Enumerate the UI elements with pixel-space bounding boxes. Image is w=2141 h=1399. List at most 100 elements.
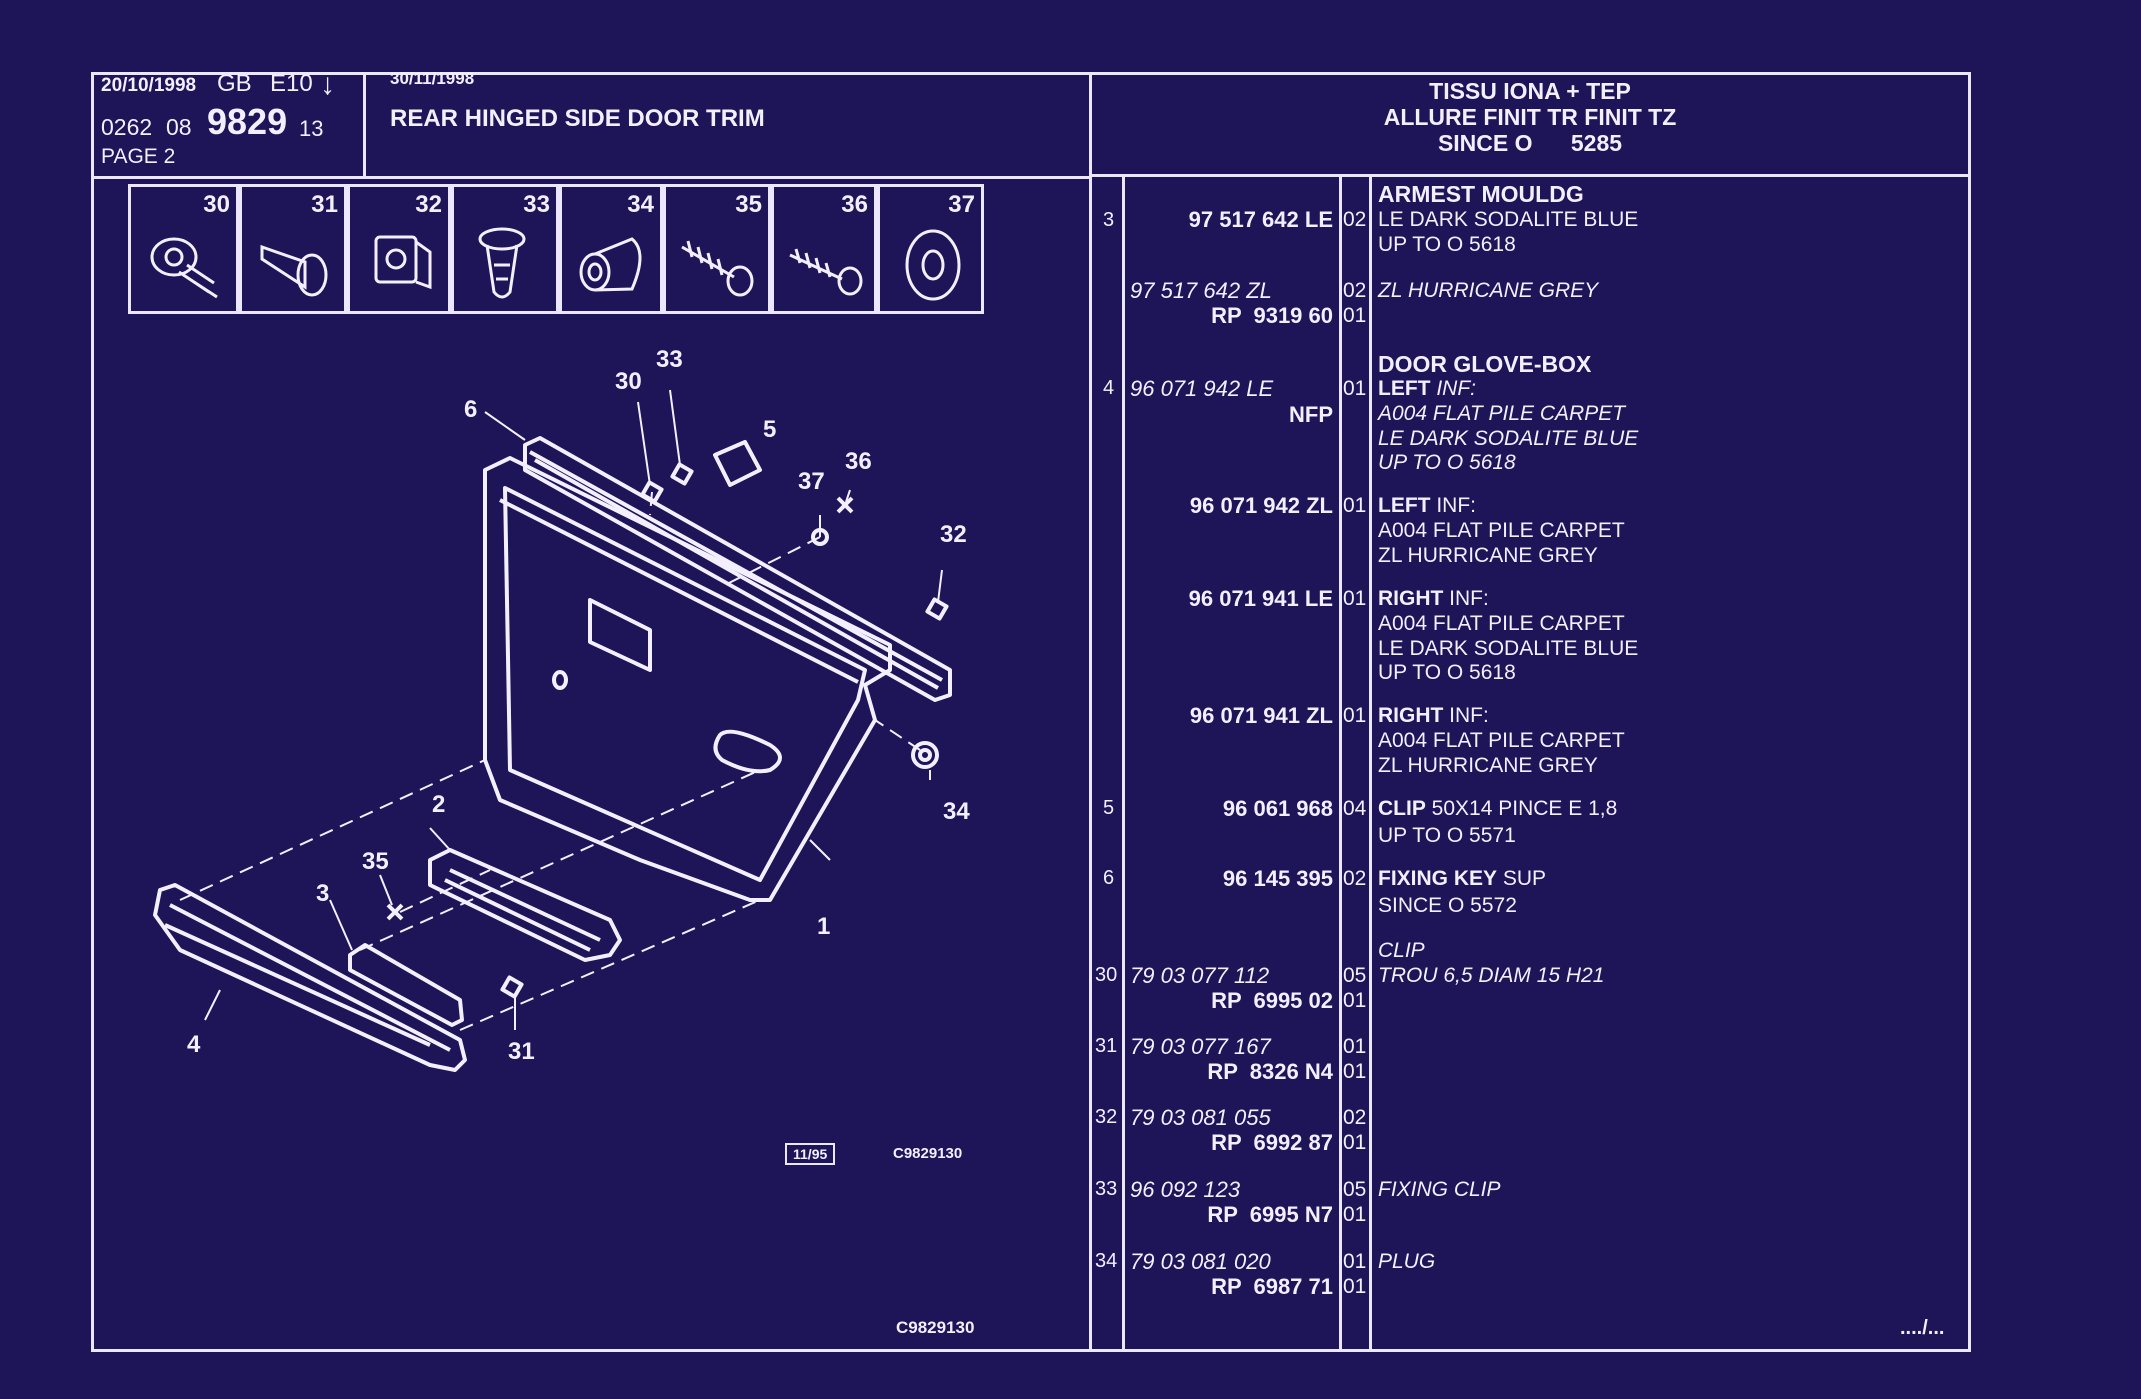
callout-5: 5 <box>763 416 777 443</box>
callout-1: 1 <box>817 913 831 940</box>
header-lang: GB <box>217 70 252 97</box>
spec-line-1: TISSU IONA + TEP <box>1429 78 1631 104</box>
drawing-code-2: C9829130 <box>896 1318 975 1337</box>
row-34-num: 34 <box>1095 1250 1118 1272</box>
row-3-num: 3 <box>1103 209 1115 231</box>
row-4-desc2: A004 FLAT PILE CARPET <box>1378 402 1626 425</box>
part-icon-37: 37 <box>877 184 984 314</box>
row-4-desc4: UP TO O 5618 <box>1378 451 1516 474</box>
row-5-desc2: UP TO O 5571 <box>1378 824 1516 847</box>
header-code-a: 0262 <box>101 114 153 140</box>
callout-35: 35 <box>362 848 389 875</box>
spec-line-3: SINCE O 5285 <box>1437 130 1623 156</box>
row-3-head: ARMEST MOULDG <box>1378 181 1584 207</box>
divider-header-bottom-right <box>1089 174 1971 177</box>
row-6-qty: 02 <box>1343 867 1367 890</box>
row-34rp-qty: 01 <box>1343 1275 1367 1298</box>
row-3-desc2: LE DARK SODALITE BLUE <box>1378 208 1639 231</box>
column-rule-3 <box>1369 176 1372 1352</box>
row-4d-desc: RIGHT INF: <box>1378 704 1489 727</box>
header-arrow-icon: ↓ <box>320 68 335 101</box>
row-31rp-qty: 01 <box>1343 1060 1367 1083</box>
part-icon-33: 33 <box>451 184 559 314</box>
header-edition: E10 <box>270 70 313 97</box>
row-33-desc: FIXING CLIP <box>1378 1178 1501 1201</box>
sheet-frame <box>91 72 1971 1352</box>
row-32-qty: 02 <box>1343 1106 1367 1129</box>
callout-37: 37 <box>798 468 825 495</box>
door-trim-panel <box>483 456 892 902</box>
row-3-qty: 02 <box>1343 208 1367 231</box>
row-6-desc: FIXING KEY SUP <box>1378 867 1547 890</box>
callout-31: 31 <box>508 1038 535 1065</box>
row-31rp-ref: RP 8326 N4 <box>1207 1059 1333 1084</box>
row-30-num: 30 <box>1095 964 1118 986</box>
divider-main <box>1089 72 1092 1352</box>
row-4d-qty: 01 <box>1343 704 1367 727</box>
callout-6: 6 <box>464 396 478 423</box>
row-30-ref: 79 03 077 112 <box>1130 963 1270 988</box>
row-4b-ref: 96 071 942 ZL <box>1189 493 1333 518</box>
row-4c-desc3: LE DARK SODALITE BLUE <box>1378 637 1639 660</box>
spec-line-2: ALLURE FINIT TR FINIT TZ <box>1383 104 1677 130</box>
callout-32: 32 <box>940 521 967 548</box>
row-5-num: 5 <box>1103 797 1115 819</box>
part-icon-32: 32 <box>347 184 451 314</box>
row-30rp-qty: 01 <box>1343 989 1367 1012</box>
row-4d-ref: 96 071 941 ZL <box>1189 703 1333 728</box>
part-icon-36: 36 <box>771 184 877 314</box>
row-31-num: 31 <box>1095 1035 1118 1057</box>
row-34-ref: 79 03 081 020 <box>1130 1249 1271 1274</box>
callout-2: 2 <box>432 791 446 818</box>
drawing-code-1: C9829130 <box>893 1145 963 1162</box>
top-rail <box>523 436 952 702</box>
row-33rp-qty: 01 <box>1343 1203 1367 1226</box>
armrest-insert <box>348 943 464 1027</box>
row-4-nfp: NFP <box>1289 402 1333 427</box>
row-5-desc: CLIP 50X14 PINCE E 1,8 <box>1378 797 1618 820</box>
row-4b-desc: LEFT INF: <box>1378 494 1476 517</box>
row-4-ref: 96 071 942 LE <box>1130 376 1274 401</box>
exploded-diagram <box>153 389 952 1072</box>
row-34rp-ref: RP 6987 71 <box>1211 1274 1333 1299</box>
row-4d-desc2: A004 FLAT PILE CARPET <box>1378 729 1625 752</box>
row-4c-desc2: A004 FLAT PILE CARPET <box>1378 612 1625 635</box>
callout-30: 30 <box>615 368 642 395</box>
row-5-ref: 96 061 968 <box>1222 796 1333 821</box>
page-title: REAR HINGED SIDE DOOR TRIM <box>390 105 765 132</box>
header-code-c: 13 <box>299 116 324 141</box>
row-6-ref: 96 145 395 <box>1222 866 1333 891</box>
row-4-desc: LEFT INF: <box>1378 377 1476 400</box>
row-4-num: 4 <box>1103 377 1115 399</box>
header-date-left: 20/10/1998 <box>101 75 197 96</box>
row-4d-desc3: ZL HURRICANE GREY <box>1378 754 1598 777</box>
part-icon-34: 34 <box>559 184 663 314</box>
part-icon-31: 31 <box>239 184 347 314</box>
row-3-ref: 97 517 642 LE <box>1188 207 1333 232</box>
callout-33: 33 <box>656 346 683 373</box>
divider-header-bottom-left <box>91 176 1089 179</box>
row-3rp-ref: RP 9319 60 <box>1211 303 1333 328</box>
row-32rp-ref: RP 6992 87 <box>1211 1130 1333 1155</box>
row-4-desc3: LE DARK SODALITE BLUE <box>1378 427 1639 450</box>
callout-3: 3 <box>316 880 330 907</box>
row-4b-desc2: A004 FLAT PILE CARPET <box>1378 519 1625 542</box>
row-31-qty: 01 <box>1343 1035 1367 1058</box>
header-date-right: 30/11/1998 <box>390 69 475 88</box>
column-rule-2 <box>1339 176 1342 1352</box>
column-rule-1 <box>1122 176 1125 1352</box>
drawing-stamp: 11/95 <box>785 1143 836 1165</box>
row-34-qty: 01 <box>1343 1250 1367 1273</box>
callout-4: 4 <box>187 1031 201 1058</box>
row-4c-ref: 96 071 941 LE <box>1188 586 1333 611</box>
continued-marker: ..../... <box>1900 1317 1945 1339</box>
row-3zl-qty: 02 <box>1343 279 1367 302</box>
armrest-moulding <box>153 883 467 1072</box>
row-6-num: 6 <box>1103 867 1115 889</box>
row-3-desc3: UP TO O 5618 <box>1378 233 1516 256</box>
row-6-desc2: SINCE O 5572 <box>1378 894 1517 917</box>
armrest-pad <box>428 848 622 962</box>
row-4-head: DOOR GLOVE-BOX <box>1378 351 1592 377</box>
row-4c-desc4: UP TO O 5618 <box>1378 661 1516 684</box>
row-30-desc2: TROU 6,5 DIAM 15 H21 <box>1378 964 1605 987</box>
